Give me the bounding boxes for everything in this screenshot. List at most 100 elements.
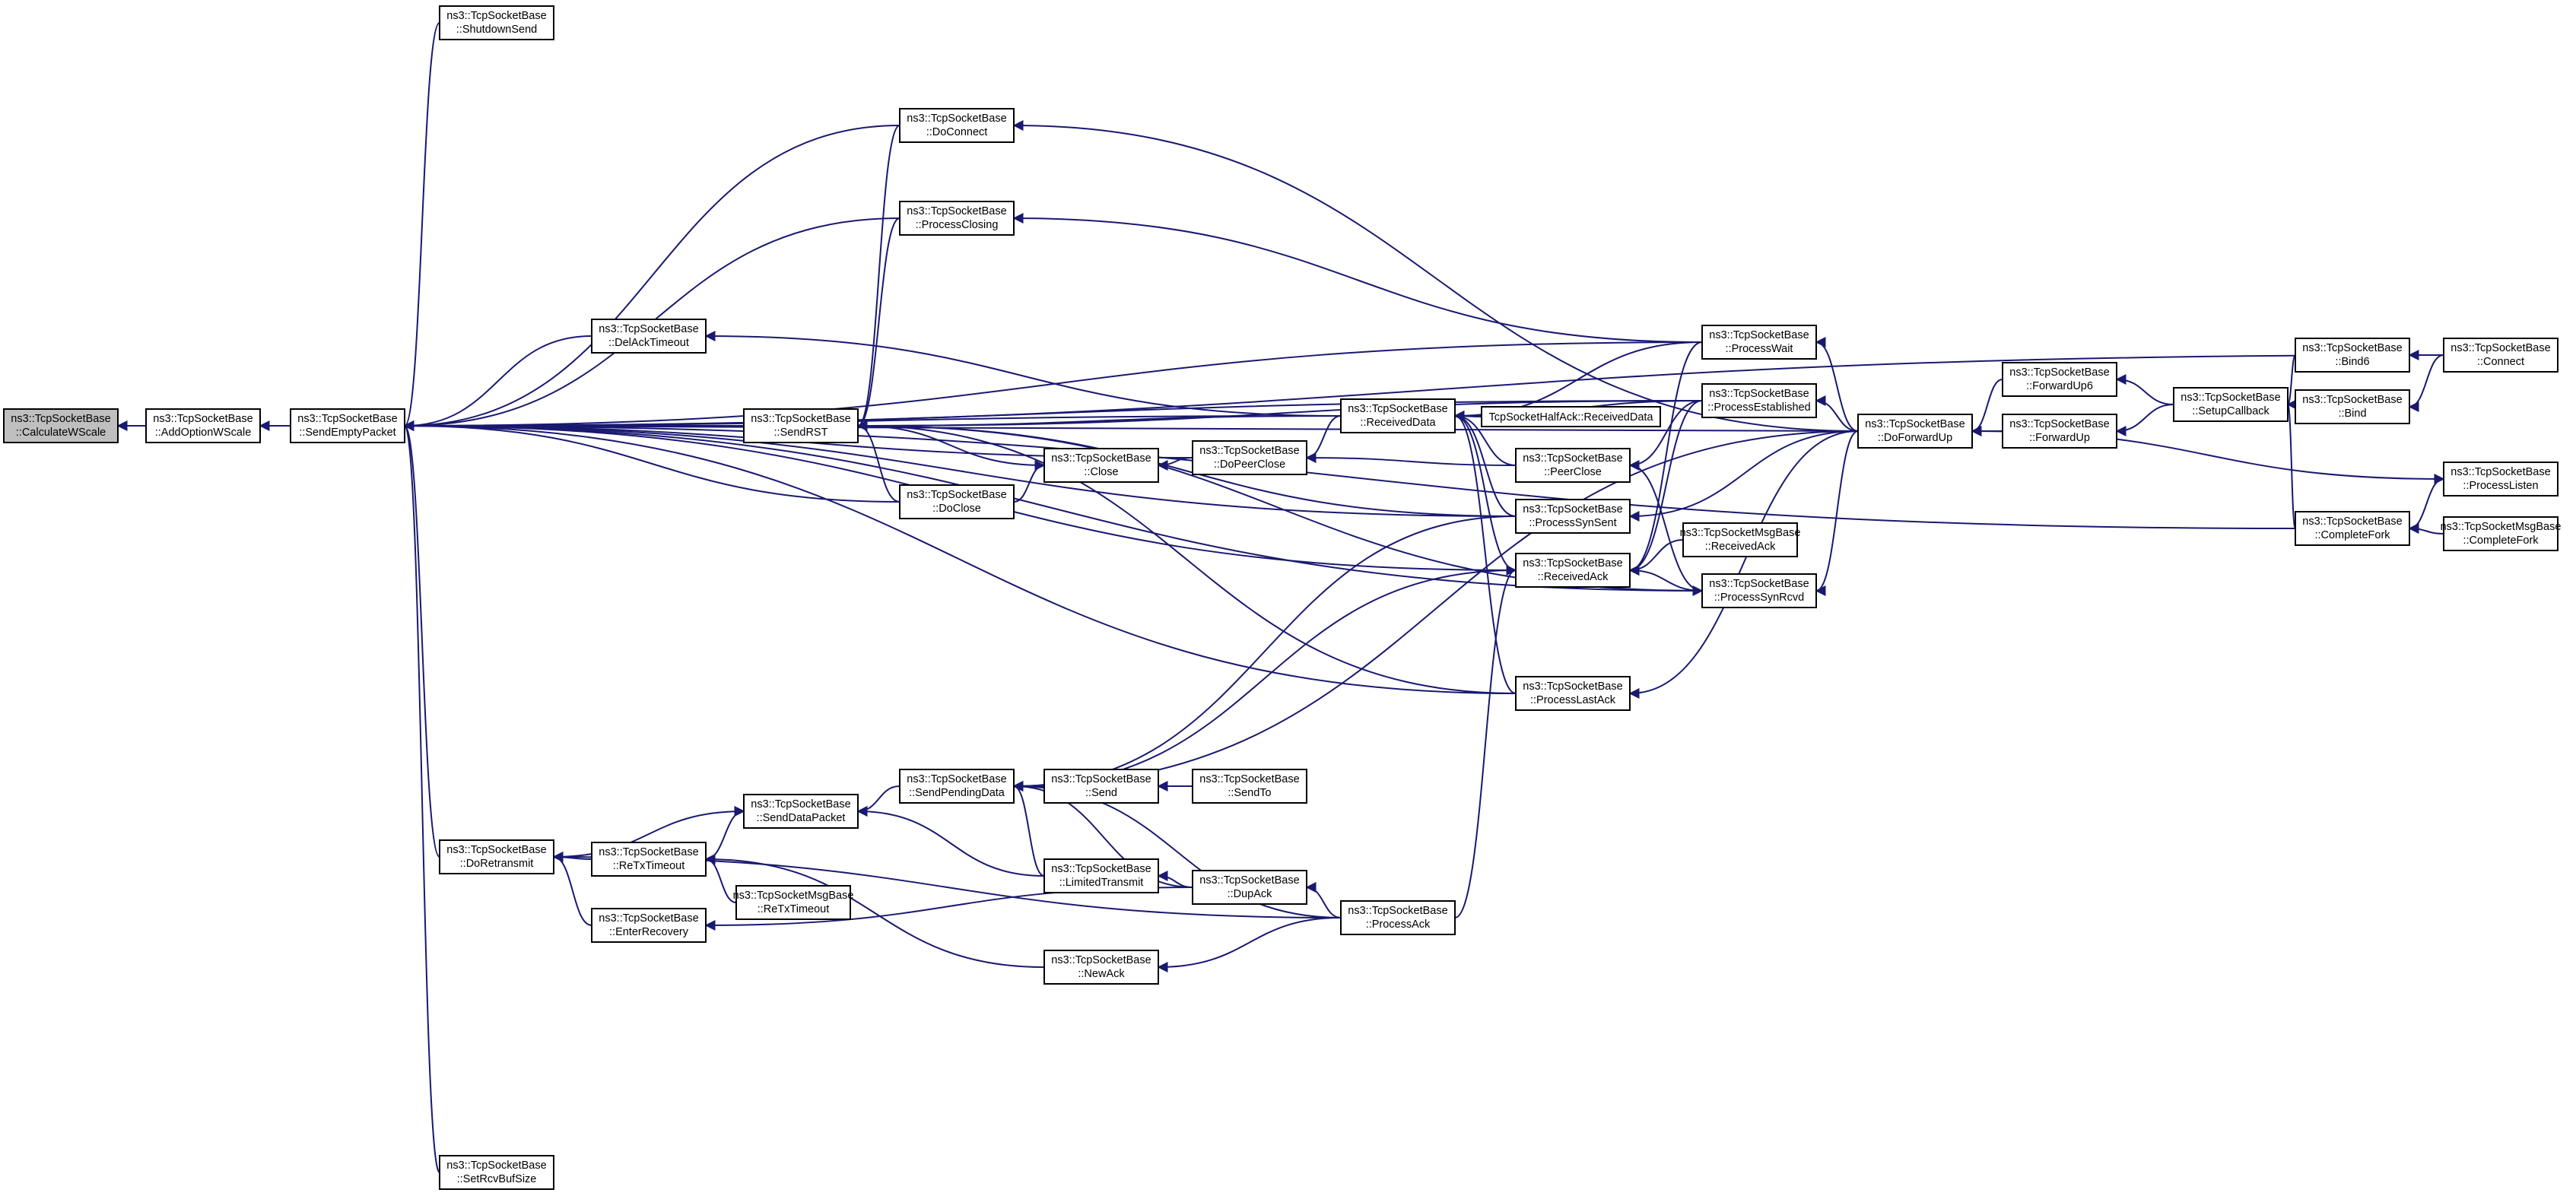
edge-doforwardup-to-processsynrcvd xyxy=(1815,430,1859,596)
node-label-class: TcpSocketHalfAck::ReceivedData xyxy=(1489,411,1654,424)
node-forwardup6[interactable]: ns3::TcpSocketBase::ForwardUp6 xyxy=(2002,362,2117,397)
node-box xyxy=(1340,900,1456,935)
node-bind[interactable]: ns3::TcpSocketBase::Bind xyxy=(2295,389,2410,424)
node-processsynrcvd[interactable]: ns3::TcpSocketBase::ProcessSynRcvd xyxy=(1701,573,1817,608)
node-sendpendingdata[interactable]: ns3::TcpSocketBase::SendPendingData xyxy=(899,769,1015,804)
edge-doforwardup-to-sendpendingdata xyxy=(1012,430,1859,792)
node-label-class: ns3::TcpSocketBase xyxy=(1709,388,1809,400)
node-enterrecovery[interactable]: ns3::TcpSocketBase::EnterRecovery xyxy=(591,908,707,943)
edge-receivedack-to-receiveddata xyxy=(1453,411,1517,571)
node-label-class: ns3::TcpSocketBase xyxy=(2302,342,2402,354)
edge-processestablished-to-peerclose xyxy=(1628,400,1703,471)
node-forwardup[interactable]: ns3::TcpSocketBase::ForwardUp xyxy=(2002,414,2117,449)
node-newack[interactable]: ns3::TcpSocketBase::NewAck xyxy=(1043,950,1159,985)
node-doclose[interactable]: ns3::TcpSocketBase::DoClose xyxy=(899,484,1015,519)
edge-limitedtransmit-to-senddatapacket xyxy=(856,806,1045,877)
node-processclosing[interactable]: ns3::TcpSocketBase::ProcessClosing xyxy=(899,201,1015,236)
node-label-class: ns3::TcpSocketBase xyxy=(2302,516,2402,528)
node-processwait[interactable]: ns3::TcpSocketBase::ProcessWait xyxy=(1701,325,1817,360)
node-label-method: ::ProcessWait xyxy=(1726,343,1793,355)
edge-processwait-to-receivedack xyxy=(1628,341,1703,576)
node-doconnect[interactable]: ns3::TcpSocketBase::DoConnect xyxy=(899,108,1015,143)
node-label-class: ns3::TcpSocketBase xyxy=(446,10,546,22)
node-processlisten[interactable]: ns3::TcpSocketBase::ProcessListen xyxy=(2443,462,2559,496)
node-label-method: ::AddOptionWScale xyxy=(155,427,252,439)
node-box xyxy=(1515,499,1631,534)
node-sendto[interactable]: ns3::TcpSocketBase::SendTo xyxy=(1192,769,1307,804)
edge-processsynrcvd-to-receivedack xyxy=(1628,565,1703,592)
node-setupcallback[interactable]: ns3::TcpSocketBase::SetupCallback xyxy=(2173,387,2289,422)
node-setrcvbufsize[interactable]: ns3::TcpSocketBase::SetRcvBufSize xyxy=(439,1155,554,1190)
edge-bind6-to-setupcallback xyxy=(2286,354,2298,410)
node-label-method: ::EnterRecovery xyxy=(609,926,689,938)
node-label-method: ::ProcessSynSent xyxy=(1529,517,1616,529)
node-label-method: ::ReTxTimeout xyxy=(758,903,830,915)
node-msgretxtimeout[interactable]: ns3::TcpSocketMsgBase::ReTxTimeout xyxy=(733,885,854,920)
node-msgreceivedack[interactable]: ns3::TcpSocketMsgBase::ReceivedAck xyxy=(1680,522,1801,557)
edge-processsynrcvd-to-sendempty xyxy=(403,420,1703,592)
node-dupack[interactable]: ns3::TcpSocketBase::DupAck xyxy=(1192,870,1307,905)
node-label-method: ::CompleteFork xyxy=(2314,529,2390,541)
node-receivedack[interactable]: ns3::TcpSocketBase::ReceivedAck xyxy=(1515,553,1631,588)
edge-dopeerclose-to-close xyxy=(1157,457,1193,471)
node-dopeerclose[interactable]: ns3::TcpSocketBase::DoPeerClose xyxy=(1192,440,1307,475)
node-shutdownsend[interactable]: ns3::TcpSocketBase::ShutdownSend xyxy=(439,5,554,40)
edge-processestablished-to-sendrst xyxy=(856,400,1703,431)
edge-delacktimeout-to-sendempty xyxy=(403,335,592,431)
node-box xyxy=(2443,338,2559,373)
node-box xyxy=(1192,870,1307,905)
node-box xyxy=(743,408,859,443)
node-processack[interactable]: ns3::TcpSocketBase::ProcessAck xyxy=(1340,900,1456,935)
node-sendempty[interactable]: ns3::TcpSocketBase::SendEmptyPacket xyxy=(290,408,405,443)
node-processlastack[interactable]: ns3::TcpSocketBase::ProcessLastAck xyxy=(1515,676,1631,711)
edge-processlastack-to-sendempty xyxy=(403,420,1517,694)
node-limitedtransmit[interactable]: ns3::TcpSocketBase::LimitedTransmit xyxy=(1043,858,1159,893)
node-calc[interactable]: ns3::TcpSocketBase::CalculateWScale xyxy=(3,408,119,443)
node-processsynsent[interactable]: ns3::TcpSocketBase::ProcessSynSent xyxy=(1515,499,1631,534)
node-addopt[interactable]: ns3::TcpSocketBase::AddOptionWScale xyxy=(145,408,261,443)
node-msgcompletefork[interactable]: ns3::TcpSocketMsgBase::CompleteFork xyxy=(2441,516,2562,551)
node-connect[interactable]: ns3::TcpSocketBase::Connect xyxy=(2443,338,2559,373)
node-label-method: ::DoRetransmit xyxy=(460,858,534,870)
node-send[interactable]: ns3::TcpSocketBase::Send xyxy=(1043,769,1159,804)
node-doforwardup[interactable]: ns3::TcpSocketBase::DoForwardUp xyxy=(1857,414,1973,449)
node-label-method: ::Bind xyxy=(2338,408,2366,420)
node-sendrst[interactable]: ns3::TcpSocketBase::SendRST xyxy=(743,408,859,443)
node-doretransmit[interactable]: ns3::TcpSocketBase::DoRetransmit xyxy=(439,839,554,874)
node-label-method: ::Send xyxy=(1085,787,1117,799)
node-senddatapacket[interactable]: ns3::TcpSocketBase::SendDataPacket xyxy=(743,794,859,829)
node-label-method: ::Connect xyxy=(2477,356,2524,368)
node-box xyxy=(1515,676,1631,711)
node-label-class: ns3::TcpSocketBase xyxy=(1051,452,1151,465)
edge-receiveddata-to-dopeerclose xyxy=(1305,415,1342,463)
node-label-class: ns3::TcpSocketBase xyxy=(1523,557,1622,569)
node-label-class: ns3::TcpSocketBase xyxy=(1051,954,1151,966)
node-label-class: ns3::TcpSocketBase xyxy=(2302,394,2402,406)
node-peerclose[interactable]: ns3::TcpSocketBase::PeerClose xyxy=(1515,448,1631,483)
node-box xyxy=(2295,389,2410,424)
node-label-class: ns3::TcpSocketBase xyxy=(1523,503,1622,516)
node-retxtimeout[interactable]: ns3::TcpSocketBase::ReTxTimeout xyxy=(591,842,707,877)
node-bind6[interactable]: ns3::TcpSocketBase::Bind6 xyxy=(2295,338,2410,373)
node-delacktimeout[interactable]: ns3::TcpSocketBase::DelAckTimeout xyxy=(591,319,707,354)
node-layer: ns3::TcpSocketBase::CalculateWScalens3::… xyxy=(3,5,2562,1190)
edge-processclosing-to-sendrst xyxy=(856,217,900,431)
node-label-method: ::DoPeerClose xyxy=(1214,458,1285,471)
node-halfack[interactable]: TcpSocketHalfAck::ReceivedData xyxy=(1481,406,1661,427)
node-processestablished[interactable]: ns3::TcpSocketBase::ProcessEstablished xyxy=(1701,383,1817,418)
node-label-class: ns3::TcpSocketBase xyxy=(1199,445,1299,457)
node-label-method: ::DoConnect xyxy=(926,126,988,138)
node-label-method: ::ProcessLastAck xyxy=(1530,694,1616,706)
node-receiveddata[interactable]: ns3::TcpSocketBase::ReceivedData xyxy=(1340,398,1456,433)
node-label-class: ns3::TcpSocketBase xyxy=(2451,342,2550,354)
node-label-method: ::NewAck xyxy=(1078,968,1125,980)
node-box xyxy=(1340,398,1456,433)
node-completefork[interactable]: ns3::TcpSocketBase::CompleteFork xyxy=(2295,511,2410,546)
node-box xyxy=(2443,462,2559,496)
edge-doclose-to-close xyxy=(1013,460,1046,503)
node-close[interactable]: ns3::TcpSocketBase::Close xyxy=(1043,448,1159,483)
node-label-method: ::SetupCallback xyxy=(2192,405,2269,417)
node-label-method: ::LimitedTransmit xyxy=(1059,877,1144,889)
edge-doretransmit-to-sendempty xyxy=(403,420,440,858)
node-label-class: ns3::TcpSocketBase xyxy=(751,798,850,811)
